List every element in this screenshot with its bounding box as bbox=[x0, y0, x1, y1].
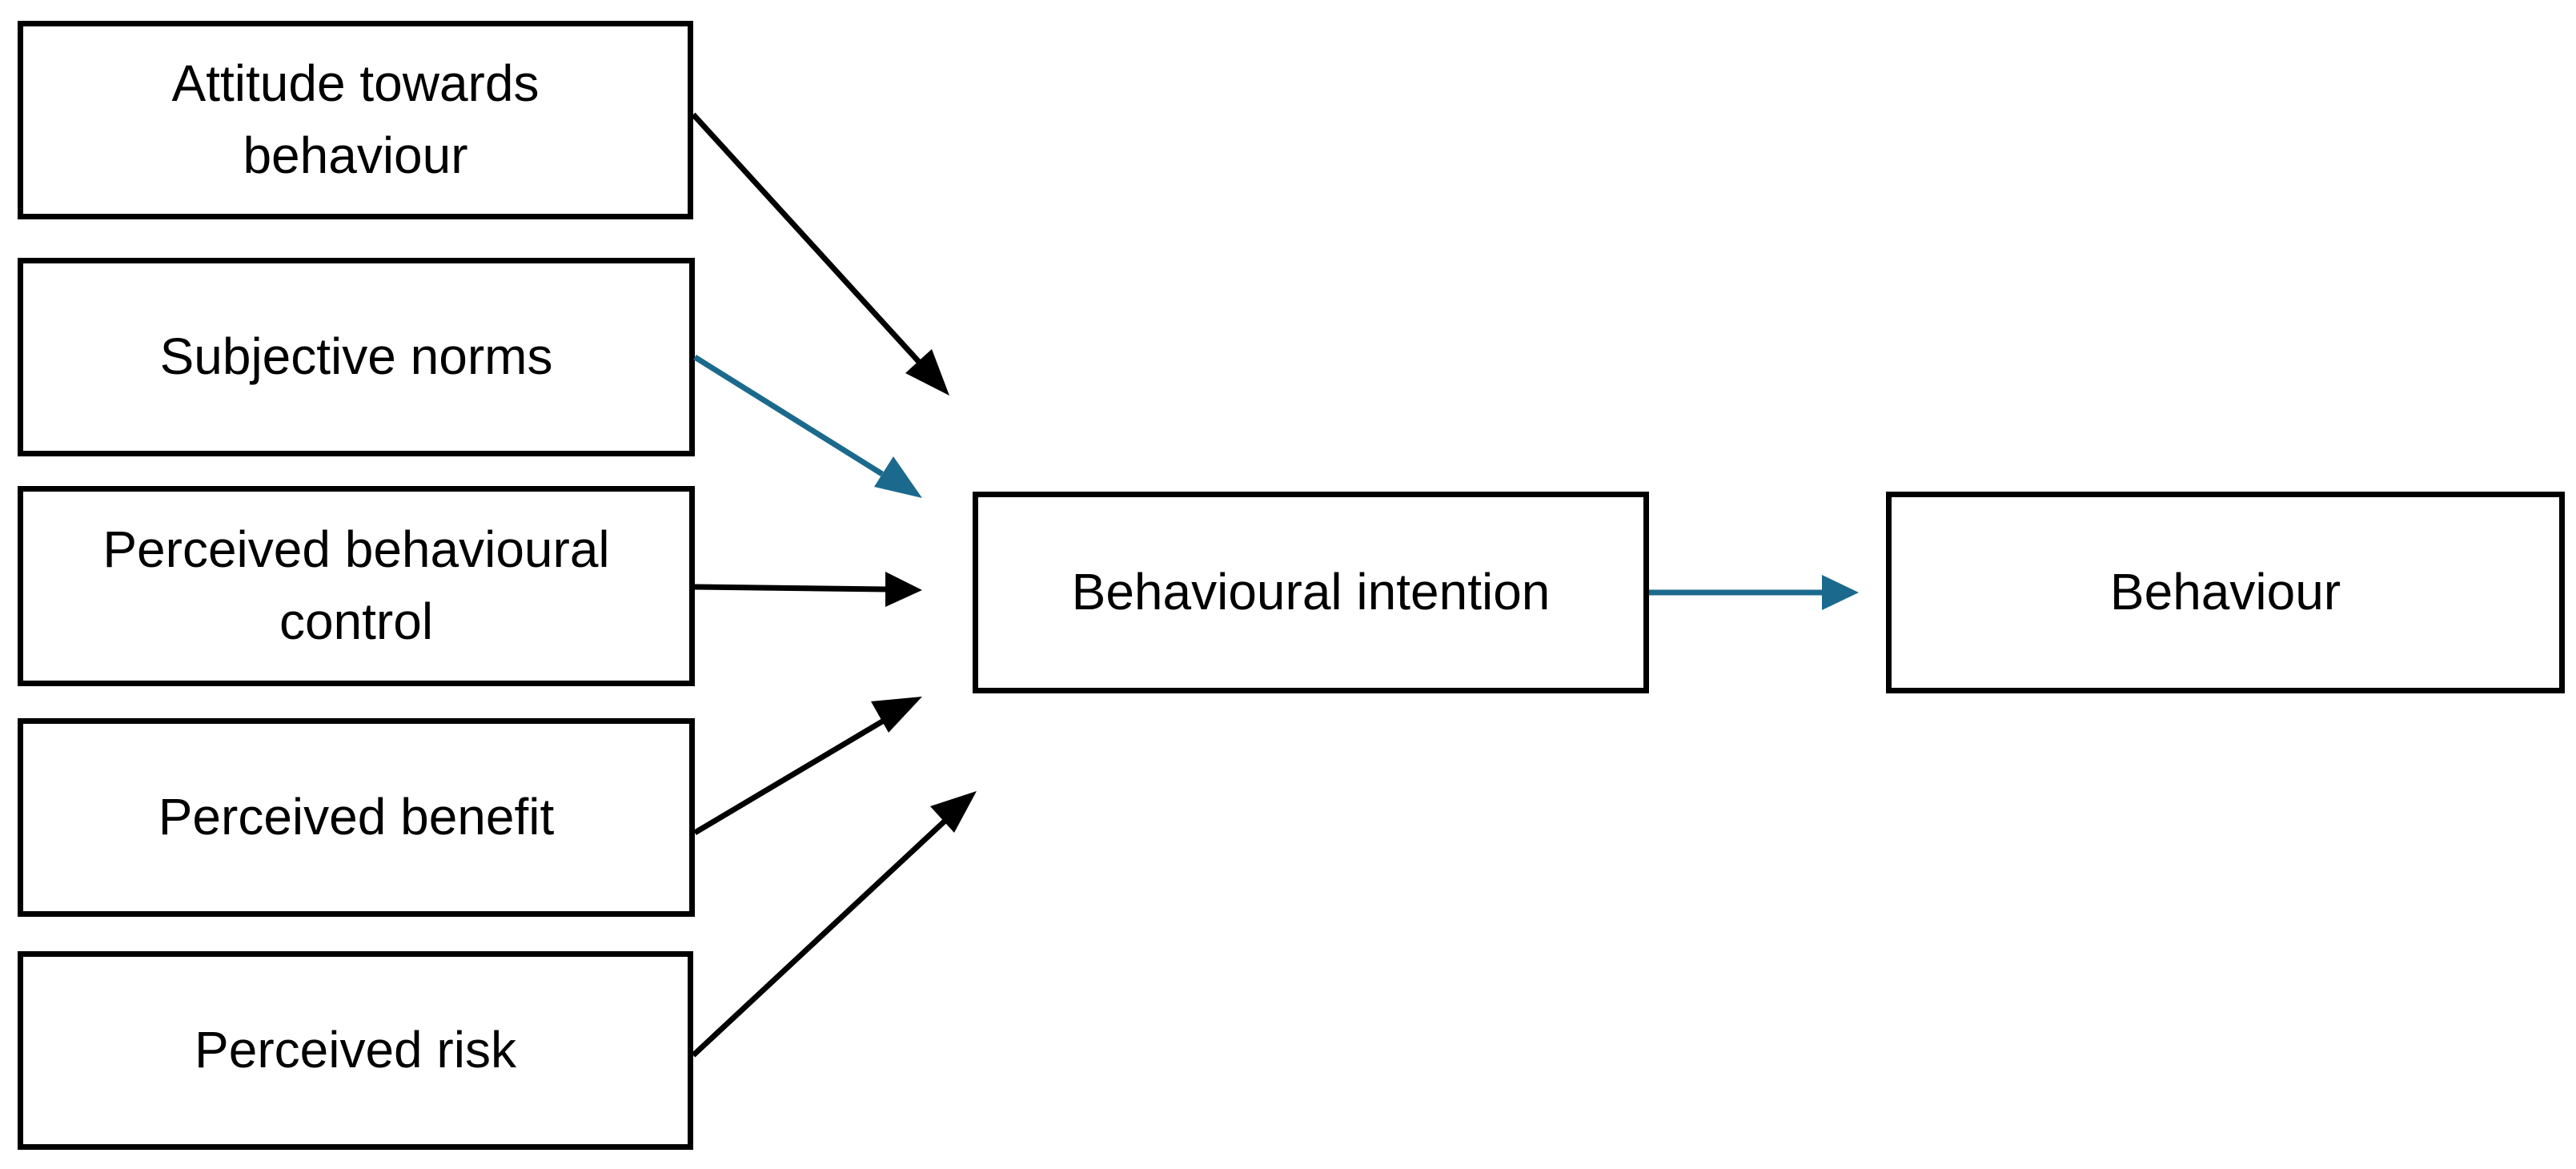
perceived-benefit-box: Perceived benefit bbox=[18, 718, 695, 917]
attitude-towards-behaviour-box: Attitude towards behaviour bbox=[18, 21, 693, 219]
behavioural-intention-box: Behavioural intention bbox=[973, 492, 1649, 693]
arrow-perceived-benefit-to-intention bbox=[693, 713, 893, 836]
perceived-risk-box: Perceived risk bbox=[18, 951, 693, 1150]
arrow-subjective-norms-to-intention bbox=[693, 355, 884, 476]
arrow-perceived-risk-to-intention bbox=[691, 814, 952, 1058]
arrowhead-intention-to-behaviour bbox=[1822, 575, 1859, 610]
arrowhead-subjective-norms bbox=[874, 456, 922, 498]
arrowhead-perceived-risk bbox=[930, 791, 977, 833]
arrow-pbc-to-intention bbox=[694, 584, 888, 593]
arrow-attitude-to-intention bbox=[691, 112, 921, 364]
perceived-risk-label: Perceived risk bbox=[195, 1021, 516, 1079]
perceived-benefit-label: Perceived benefit bbox=[158, 788, 555, 846]
subjective-norms-box: Subjective norms bbox=[18, 258, 695, 456]
subjective-norms-label: Subjective norms bbox=[159, 327, 553, 386]
behavioural-intention-label: Behavioural intention bbox=[1071, 563, 1551, 621]
behaviour-box: Behaviour bbox=[1886, 492, 2565, 693]
perceived-behavioural-control-box: Perceived behavioural control bbox=[18, 486, 695, 686]
perceived-behavioural-control-label: Perceived behavioural control bbox=[102, 520, 610, 650]
behaviour-label: Behaviour bbox=[2109, 563, 2341, 621]
arrowhead-pbc bbox=[885, 572, 922, 607]
attitude-towards-behaviour-label: Attitude towards behaviour bbox=[171, 54, 540, 184]
arrowhead-perceived-benefit bbox=[871, 697, 922, 733]
arrowhead-attitude bbox=[905, 349, 949, 396]
